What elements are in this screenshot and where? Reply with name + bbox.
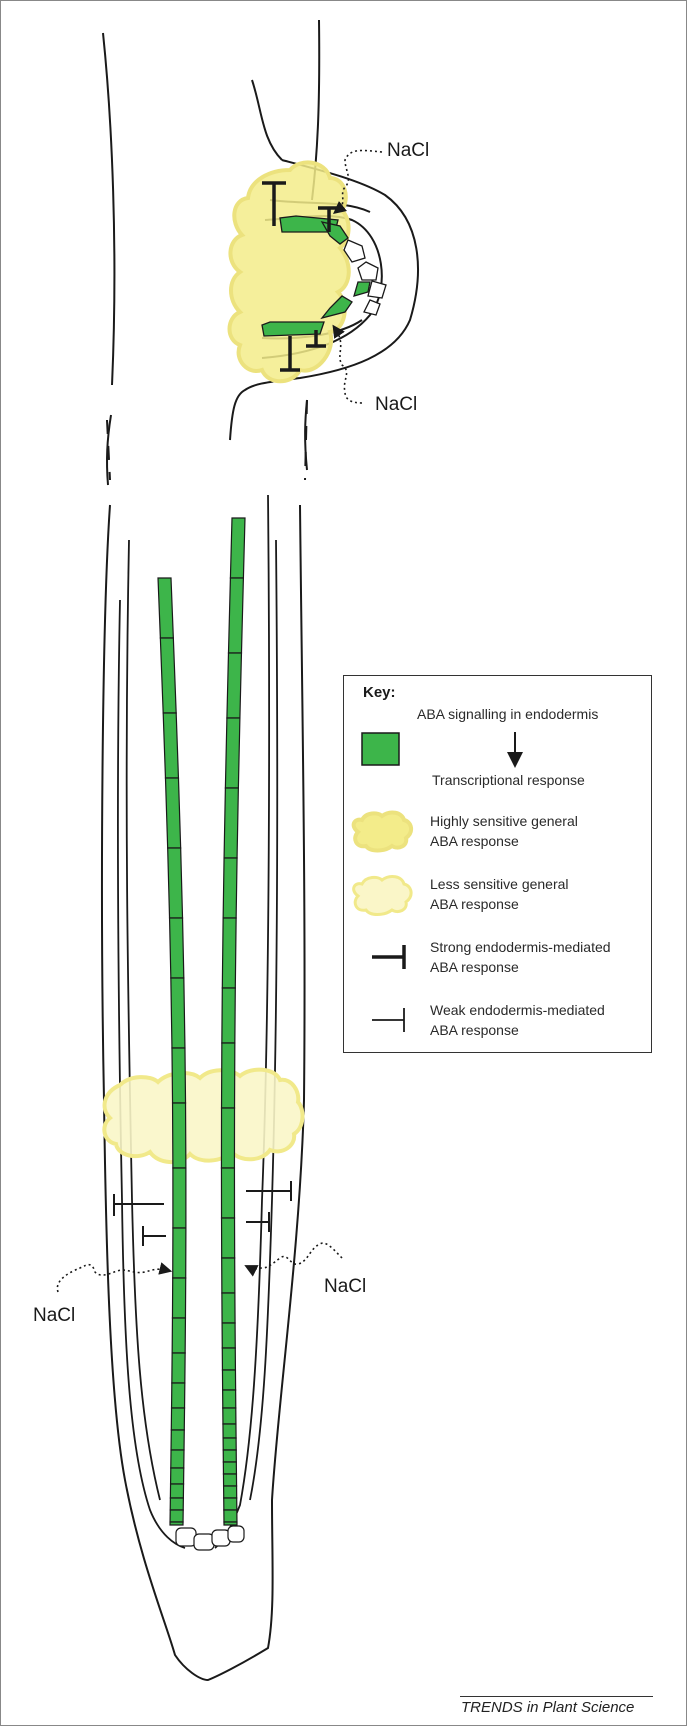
endodermis-cell: [223, 1521, 238, 1526]
endodermis-cell: [229, 517, 246, 579]
endodermis-cell: [226, 652, 243, 719]
root-cap-cell: [175, 1527, 197, 1547]
key-item-label: ABA response: [430, 1022, 519, 1038]
key-item-label: Strong endodermis-mediated: [430, 939, 611, 955]
nacl-label-right: NaCl: [324, 1276, 367, 1297]
t-bars-strong: [262, 181, 340, 372]
endodermis-cell: [222, 1473, 238, 1487]
nacl-label-upper-bottom: NaCl: [375, 394, 418, 415]
endodermis-cell: [169, 1521, 184, 1526]
endodermis-cell: [221, 987, 236, 1044]
endodermis-cell: [169, 1467, 185, 1485]
endodermis-cell: [164, 777, 182, 849]
endodermis-cell: [222, 857, 238, 919]
endodermis-cell: [220, 1042, 236, 1109]
endodermis-cell: [222, 1437, 237, 1451]
root-cap-cell: [227, 1525, 245, 1543]
nacl-arrows: [56, 149, 383, 1293]
endodermis-cell: [223, 1497, 238, 1511]
endodermis-cell: [227, 577, 245, 654]
endodermis-cell: [220, 1167, 236, 1219]
journal-credit: TRENDS in Plant Science: [461, 1699, 635, 1716]
endodermis-cell: [159, 637, 177, 714]
endodermis-cell: [157, 577, 174, 639]
endodermis-cell: [221, 1257, 236, 1294]
key-item-label: ABA response: [430, 959, 519, 975]
t-bars-weak: [113, 1181, 292, 1246]
endodermis-cell: [223, 787, 239, 859]
endodermis-cell: [171, 1317, 187, 1354]
inner-tissue-lines: [116, 494, 279, 1549]
endodermis-cell: [220, 1107, 236, 1169]
endodermis-cell: [171, 1352, 186, 1384]
key-item-label: ABA signalling in endodermis: [417, 706, 599, 722]
endodermis-cell: [220, 1217, 236, 1259]
key-symbol-thin-tbar: [372, 1008, 405, 1032]
endodermis-cell: [221, 917, 237, 989]
endodermis-cell: [222, 1407, 237, 1425]
endodermis-cell: [170, 1382, 186, 1409]
endodermis-cell: [171, 1277, 187, 1319]
key-item-label: Transcriptional response: [432, 772, 585, 788]
endodermis-cell: [171, 1047, 187, 1104]
endodermis-cell: [169, 1497, 184, 1511]
endodermis-cell: [222, 1449, 237, 1463]
endodermis-cell: [223, 1509, 238, 1523]
endodermis-cell: [169, 1483, 185, 1499]
nacl-label-left: NaCl: [33, 1305, 76, 1326]
endodermis-cell: [221, 1369, 237, 1391]
endodermis-cell: [167, 847, 184, 919]
endodermis-cell: [221, 1292, 236, 1324]
endodermis-cell: [172, 1227, 187, 1279]
endodermis-cell: [222, 1461, 238, 1475]
key-item-label: ABA response: [430, 896, 519, 912]
endodermis-cell: [170, 1429, 185, 1451]
endodermis-cell: [222, 1389, 237, 1409]
endodermis-cell: [170, 977, 186, 1049]
key-item-label: Weak endodermis-mediated: [430, 1002, 605, 1018]
endodermis-cell: [170, 1449, 185, 1469]
endodermis-cell: [170, 1407, 186, 1431]
key-item-label: Highly sensitive general: [430, 813, 578, 829]
endodermis-cell: [222, 1423, 237, 1439]
endodermis-cells[interactable]: [157, 517, 246, 1551]
key-symbol-cloud-light: [352, 875, 413, 916]
endodermis-cell: [171, 1102, 187, 1169]
endodermis-cell: [172, 1167, 187, 1229]
key-symbol-thick-tbar: [372, 945, 406, 969]
endodermis-cell: [221, 1322, 236, 1349]
key-item-label: ABA response: [430, 833, 519, 849]
root-cap-cell: [193, 1533, 215, 1551]
endodermis-cell: [168, 917, 185, 979]
endodermis-cell: [221, 1347, 237, 1371]
footer-rule: [460, 1696, 653, 1697]
endodermis-cell: [222, 1485, 238, 1499]
key-item-label: Less sensitive general: [430, 876, 569, 892]
root-cap-cell: [211, 1529, 231, 1547]
root-dashed-gap: [106, 399, 308, 481]
key-title: Key:: [363, 684, 396, 701]
nacl-label-top: NaCl: [387, 140, 430, 161]
key-legend: [343, 675, 652, 1053]
endodermis-cell: [169, 1509, 184, 1523]
key-symbol-cloud-strong: [351, 810, 413, 853]
cloud-light-primary: [102, 1067, 305, 1164]
key-symbol-green-square: [361, 732, 400, 766]
endodermis-cell: [162, 712, 180, 779]
endodermis-cell: [224, 717, 241, 789]
primary-root-outline: [101, 19, 321, 1682]
